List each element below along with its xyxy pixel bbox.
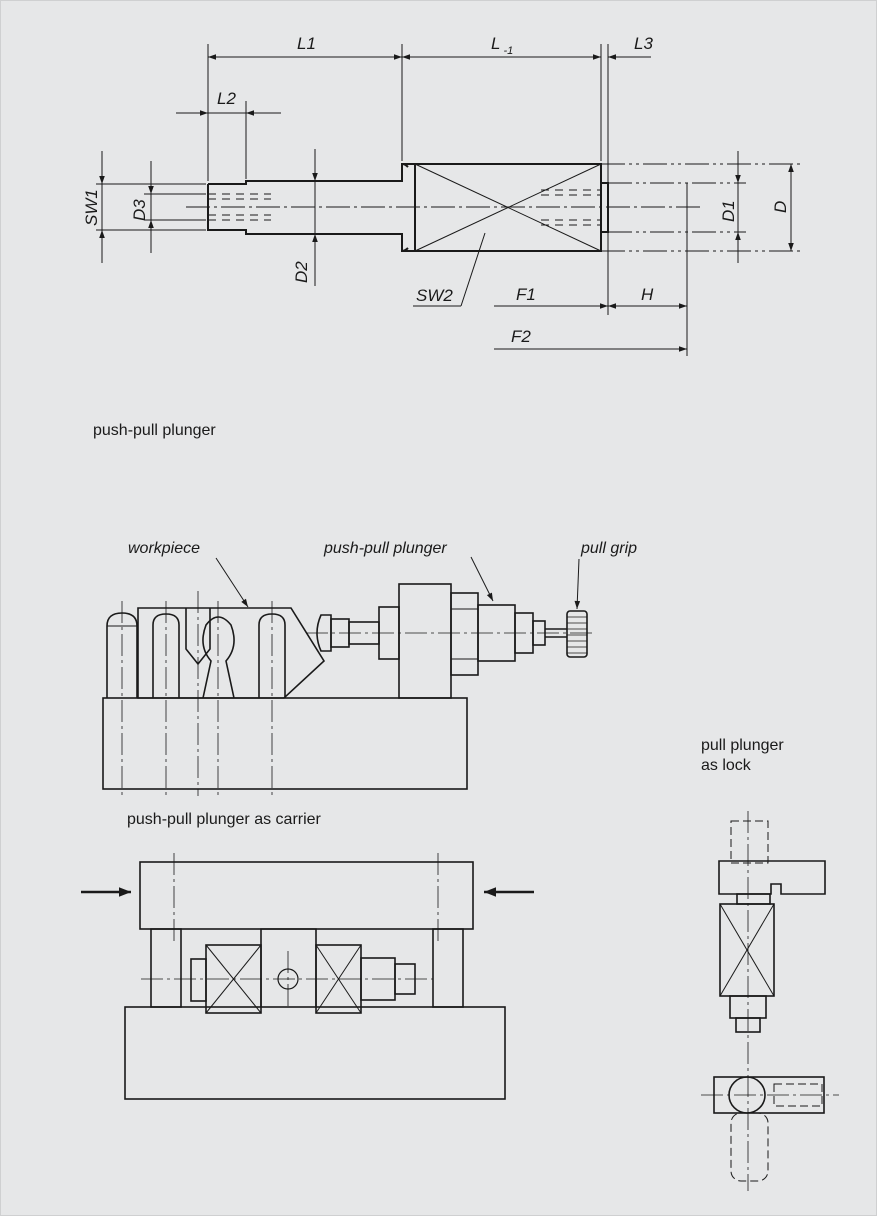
lock-phantom-bottom bbox=[730, 1112, 769, 1182]
label-L-sub: -1 bbox=[503, 45, 513, 57]
leader-workpiece bbox=[215, 557, 249, 608]
label-D: D bbox=[771, 201, 790, 213]
caption-carrier: push-pull plunger as carrier bbox=[127, 811, 321, 828]
label-L-main: L bbox=[491, 34, 500, 53]
caption-main: push-pull plunger bbox=[93, 422, 216, 439]
thread-hidden-lines bbox=[208, 189, 601, 226]
fixture-base bbox=[102, 697, 468, 790]
label-F1: F1 bbox=[516, 285, 536, 304]
label-L3: L3 bbox=[634, 34, 653, 53]
caption-lock: pull plunger as lock bbox=[701, 737, 784, 774]
plunger-support-block bbox=[398, 583, 452, 699]
label-D3: D3 bbox=[130, 199, 149, 221]
callout-grip: pull grip bbox=[580, 540, 637, 557]
extension-lines bbox=[96, 44, 688, 356]
fixture-application-drawing bbox=[102, 556, 593, 796]
carrier-top-bar bbox=[139, 861, 474, 930]
leader-plunger bbox=[470, 556, 494, 602]
phantom-lines bbox=[601, 163, 801, 252]
dimensioned-plunger-drawing bbox=[96, 44, 801, 356]
lock-phantom-top bbox=[730, 820, 769, 864]
label-L: L-1 bbox=[491, 34, 513, 57]
label-SW1: SW1 bbox=[82, 189, 101, 226]
label-F2: F2 bbox=[511, 327, 531, 346]
callout-workpiece: workpiece bbox=[128, 540, 200, 557]
callout-plunger: push-pull plunger bbox=[323, 540, 447, 557]
leader-grip bbox=[574, 558, 581, 610]
label-L2: L2 bbox=[217, 89, 236, 108]
plunger-tip bbox=[316, 614, 332, 652]
label-L1: L1 bbox=[297, 34, 316, 53]
label-H: H bbox=[641, 285, 654, 304]
label-D2: D2 bbox=[292, 261, 311, 283]
label-SW2: SW2 bbox=[416, 286, 453, 305]
label-D1: D1 bbox=[719, 200, 738, 222]
dimension-labels: L1 L-1 L3 L2 SW1 D3 D2 D1 D SW2 F1 H F2 bbox=[82, 34, 790, 346]
lock-application-drawing bbox=[701, 811, 839, 1191]
carrier-center-block bbox=[260, 928, 317, 1007]
carrier-application-drawing bbox=[81, 853, 534, 1100]
hex-nut bbox=[450, 592, 479, 676]
pin-c bbox=[202, 616, 235, 699]
lock-top-bracket bbox=[718, 860, 826, 895]
callout-labels: workpiece push-pull plunger pull grip bbox=[128, 540, 637, 557]
pull-grip-knob bbox=[566, 610, 588, 658]
carrier-base bbox=[124, 1006, 506, 1100]
